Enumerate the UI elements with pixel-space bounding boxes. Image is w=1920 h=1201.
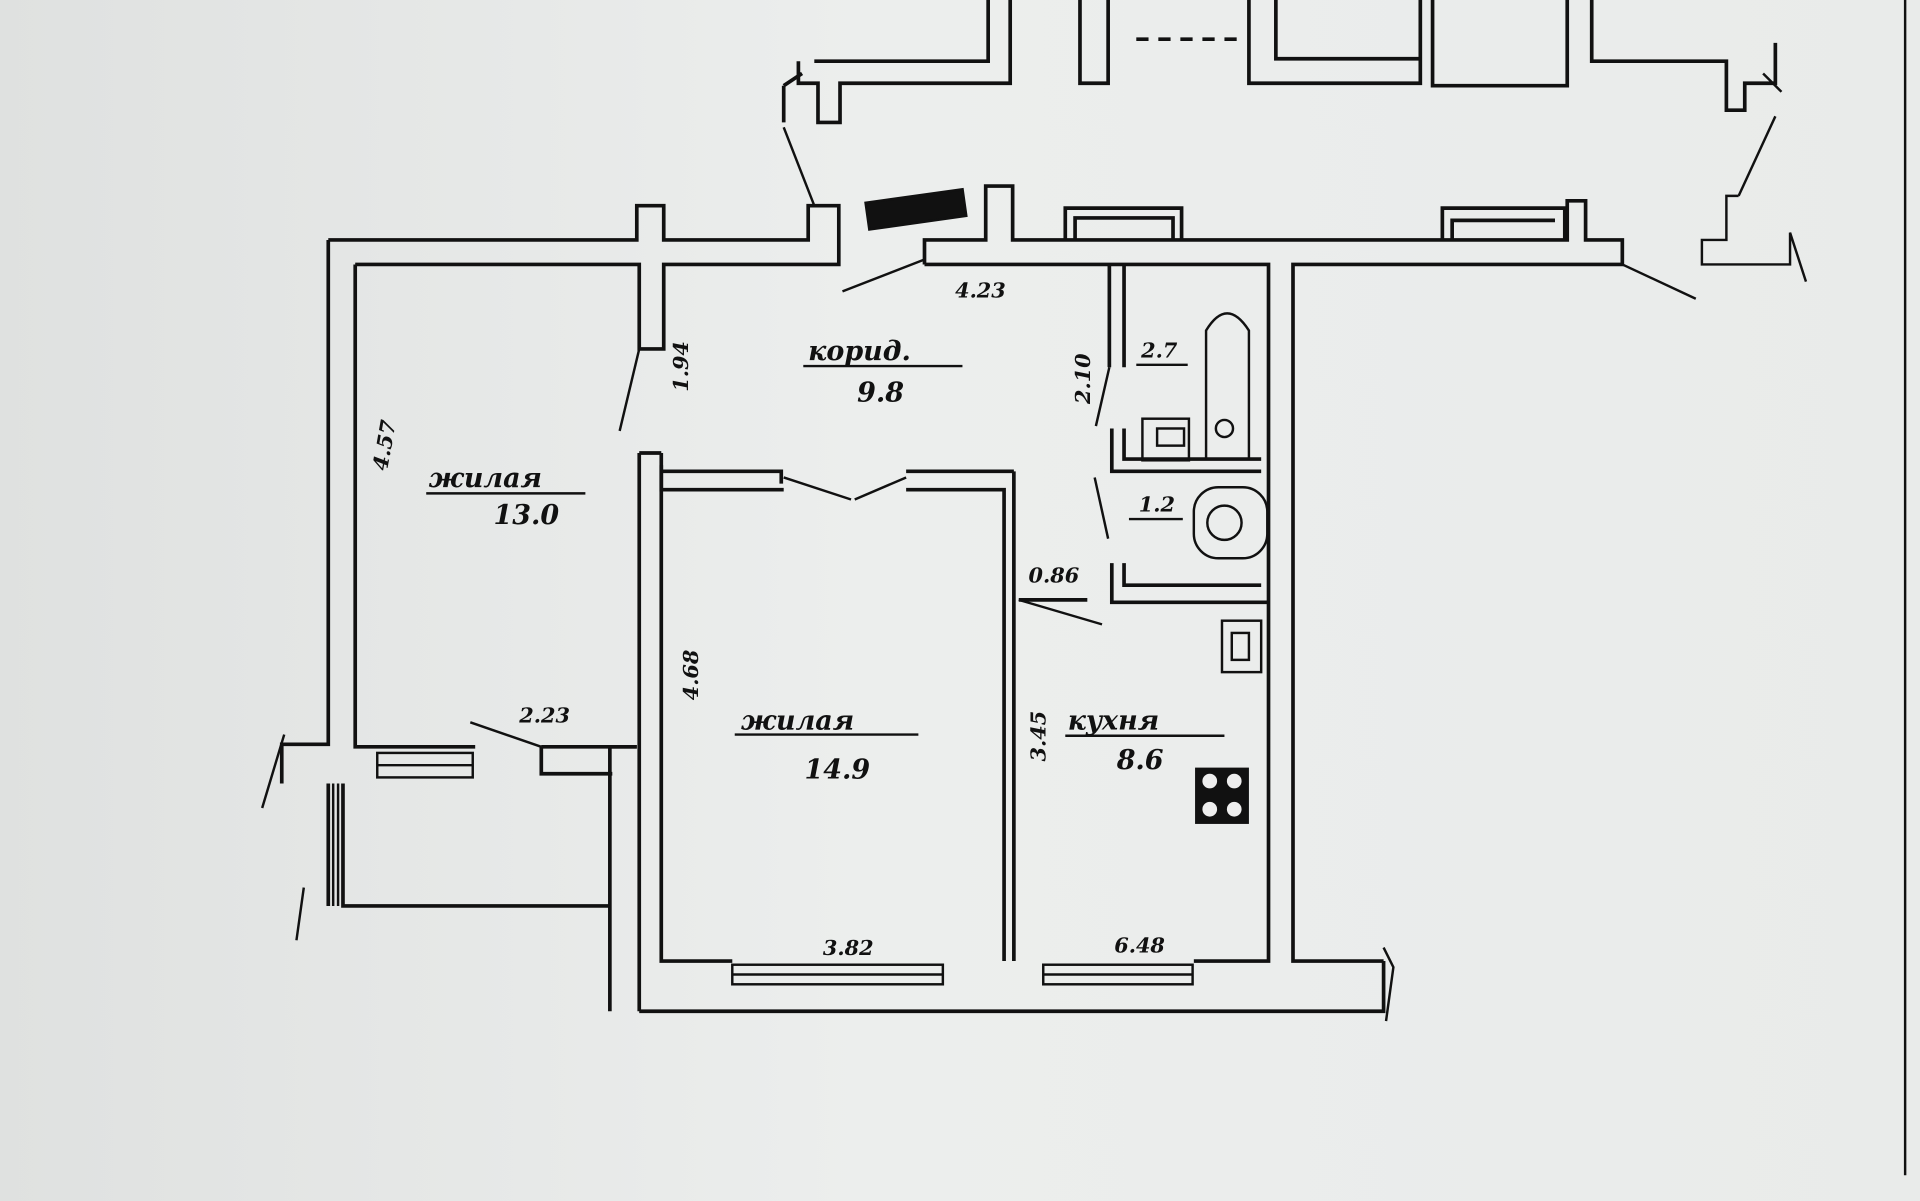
room-area: 1.2 [1139,492,1175,517]
room-area: 2.7 [1140,337,1178,362]
bathtub-icon [1204,312,1251,460]
kitchen-sink-icon [1220,619,1263,674]
sink-icon [1141,417,1191,462]
dim-balcony-door: 2.23 [518,702,570,727]
room-name: жилая [429,463,542,494]
dim-corridor-door-left: 1.94 [668,341,693,392]
dim-living2-width: 3.82 [823,935,874,960]
room-name: кухня [1068,706,1159,737]
dim-living1-height: 4.57 [367,417,401,472]
room-area: 13.0 [494,500,560,531]
room-area: 8.6 [1116,745,1164,776]
dim-corridor-door-right: 2.10 [1070,353,1095,405]
room-corridor: корид. 9.8 [803,336,963,409]
apartment-walls [279,184,1625,1014]
dimension-labels: 4.23 1.94 2.10 4.57 4.68 3.45 0.86 2.23 … [367,277,1165,959]
dim-kitchen-door: 0.86 [1029,563,1080,588]
dim-kitchen-width: 6.48 [1114,932,1165,957]
room-bathroom: 2.7 [1136,337,1188,367]
room-living-1: жилая 13.0 [426,463,586,531]
dim-living2-height: 4.68 [678,650,703,701]
dim-corridor-width: 4.23 [955,277,1006,302]
stove-icon [1195,767,1249,824]
toilet-icon [1192,486,1269,560]
room-area: 14.9 [805,755,871,786]
door-swings [260,72,1808,1022]
room-name: корид. [808,336,911,367]
room-toilet: 1.2 [1128,492,1183,521]
room-living-2: жилая 14.9 [734,706,919,786]
dim-kitchen-height: 3.45 [1026,711,1051,762]
room-kitchen: кухня 8.6 [1065,706,1225,776]
upper-building-walls [781,0,1778,125]
windows [331,751,1194,986]
room-name: жилая [741,706,854,737]
room-area: 9.8 [857,378,904,409]
